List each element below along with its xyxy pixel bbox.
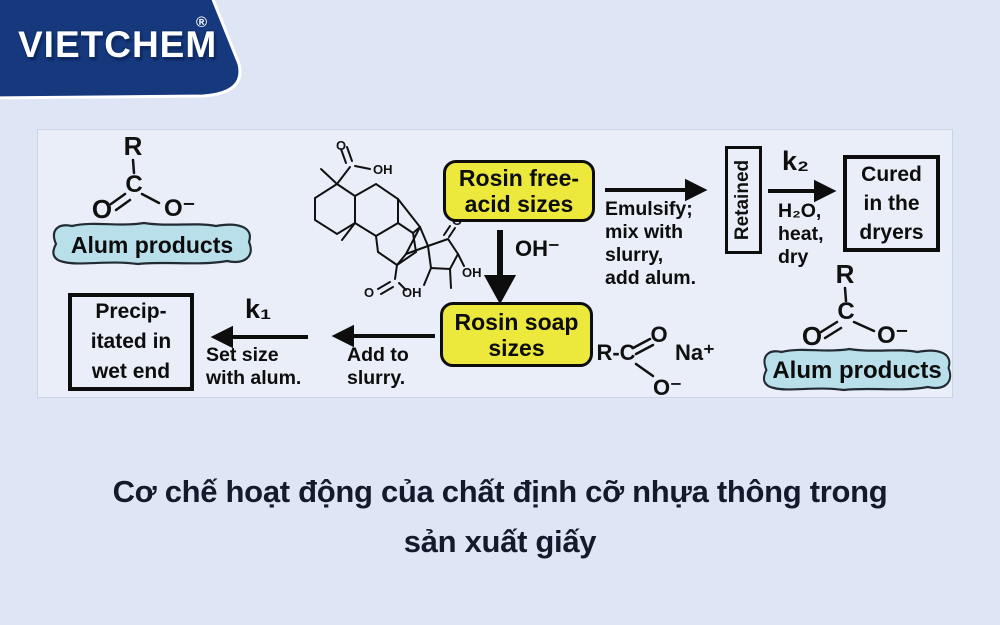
blob-shape	[52, 221, 252, 266]
vietchem-logo: VietChem ®	[0, 0, 280, 122]
atom-oh: OH	[402, 285, 422, 300]
rosin-soap-sizes-box: Rosin soap sizes	[440, 302, 593, 367]
box-line: acid sizes	[464, 191, 574, 217]
alum-products-left: Alum products	[46, 218, 258, 270]
alum-products-left-label: Alum products	[70, 231, 234, 258]
atom-o-minus: O⁻	[653, 375, 682, 397]
alum-products-right-label: Alum products	[772, 357, 942, 384]
atom-o-minus: O⁻	[877, 322, 908, 349]
arrows-layer	[210, 178, 837, 349]
ann-line: slurry,	[605, 244, 664, 266]
atom-o: O	[336, 138, 346, 153]
retained-box: Retained	[725, 146, 762, 254]
atom-oh: OH	[373, 162, 393, 177]
set-size-annotation: Set size with alum.	[206, 344, 301, 390]
emulsify-arrow	[605, 178, 708, 202]
k2-arrow	[768, 179, 837, 203]
box-line: Rosin free-	[458, 165, 580, 191]
atom-o: O	[802, 321, 822, 351]
atom-rc: R-C	[596, 340, 635, 365]
ann-line: Emulsify;	[605, 198, 693, 220]
logo-wordmark: VietChem	[18, 24, 218, 65]
rosin-free-acid-sizes-box: Rosin free- acid sizes	[443, 160, 595, 222]
atom-o-minus: O⁻	[164, 195, 195, 222]
caption-line-1: Cơ chế hoạt động của chất định cỡ nhựa t…	[112, 474, 888, 509]
blob-shape	[762, 347, 952, 392]
ann-line: Add to	[347, 344, 409, 366]
bond-lines	[314, 146, 465, 295]
box-line: itated in	[90, 330, 172, 353]
logo-shape	[0, 0, 242, 100]
set-size-arrow	[210, 325, 308, 349]
caption-line-2: sản xuất giấy	[403, 524, 597, 559]
alum-products-right: Alum products	[757, 344, 952, 396]
registered-mark: ®	[196, 14, 208, 31]
ann-line: with alum.	[206, 367, 302, 389]
box-line: Cured	[861, 163, 922, 186]
ann-line: Set size	[206, 344, 279, 366]
box-line: Rosin soap	[454, 308, 579, 335]
k2-label: k₂	[782, 146, 810, 176]
add-to-slurry-annotation: Add to slurry.	[347, 344, 409, 390]
ann-line: mix with	[605, 221, 684, 243]
emulsify-annotation: Emulsify; mix with slurry, add alum.	[605, 198, 696, 290]
box-line: Precip-	[95, 300, 167, 323]
precipitated-wet-end-box: Precip- itated in wet end	[68, 293, 194, 391]
bond-lines	[819, 286, 876, 340]
k1-label: k₁	[245, 294, 272, 324]
retained-label: Retained	[732, 159, 754, 241]
atom-o: O	[364, 285, 374, 300]
figure-caption: Cơ chế hoạt động của chất định cỡ nhựa t…	[0, 467, 1000, 567]
box-line: sizes	[488, 334, 545, 361]
ann-line: add alum.	[605, 267, 697, 289]
ann-line: H₂O,	[778, 200, 822, 222]
rosin-sizing-diagram: R C O O⁻ Alum products	[38, 130, 952, 397]
bond-lines	[631, 337, 655, 378]
atom-oh: OH	[462, 265, 482, 280]
h2o-heat-dry-annotation: H₂O, heat, dry	[778, 200, 824, 269]
atom-r: R	[124, 131, 143, 161]
atom-r: R	[836, 259, 855, 289]
carboxylate-structure-left: R C O O⁻	[92, 131, 195, 224]
oh-minus-label: OH⁻	[515, 236, 560, 261]
atom-c: C	[125, 171, 142, 198]
bond-lines	[109, 158, 161, 212]
add-to-slurry-arrow	[331, 324, 435, 348]
ann-line: slurry.	[347, 367, 406, 389]
cured-in-dryers-box: Cured in the dryers	[843, 155, 940, 252]
rosin-molecule-structure: O OH O OH O OH	[314, 138, 482, 300]
box-line: wet end	[91, 360, 171, 383]
sodium-rosinate-structure: R-C O O⁻ Na⁺	[596, 322, 715, 397]
ann-line: dry	[778, 246, 809, 268]
ann-line: heat,	[778, 223, 824, 245]
carboxylate-structure-right: R C O O⁻	[802, 259, 908, 351]
box-line: dryers	[859, 221, 924, 244]
atom-c: C	[837, 298, 854, 325]
box-line: in the	[863, 192, 920, 215]
atom-o: O	[92, 194, 112, 224]
atom-o: O	[650, 322, 667, 347]
oh-down-arrow	[483, 230, 517, 305]
atom-na-plus: Na⁺	[675, 340, 715, 365]
